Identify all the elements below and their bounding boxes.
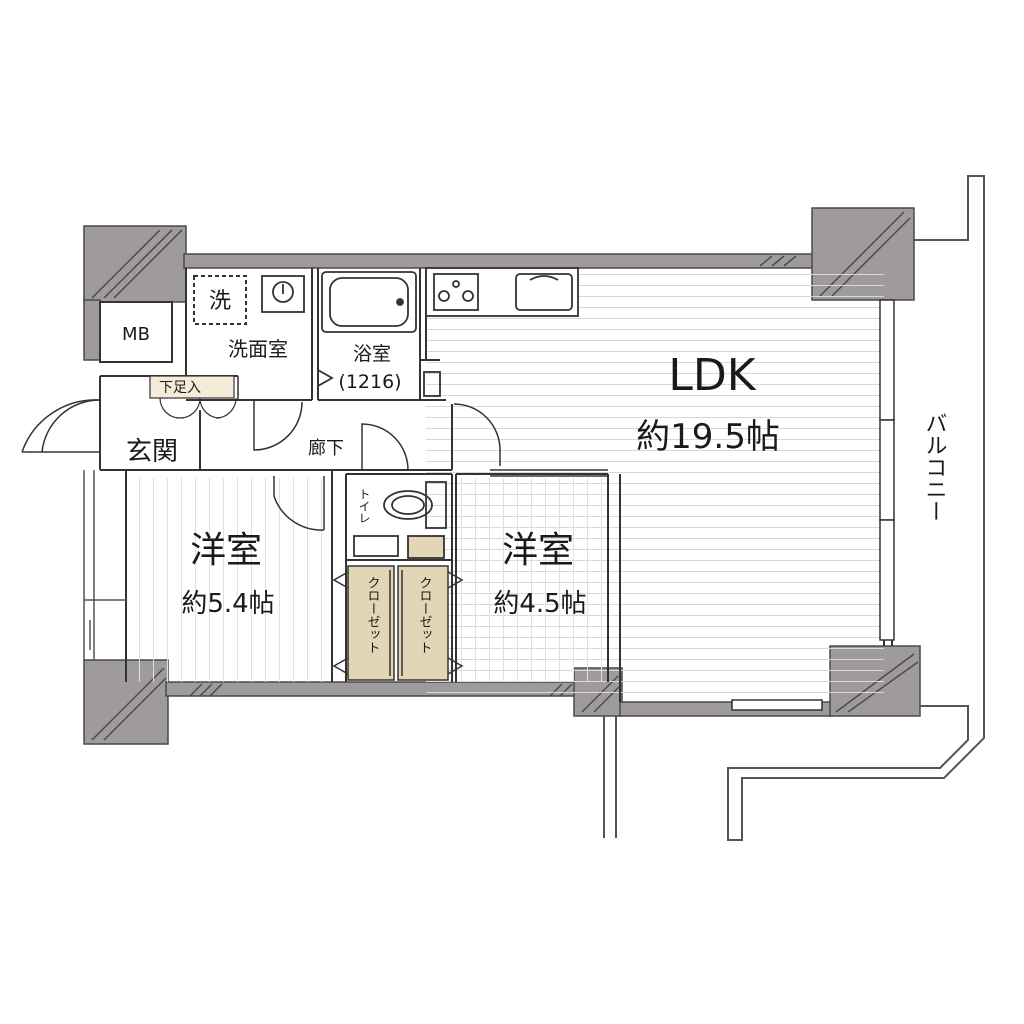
ldk-size-label: 約19.5帖 (636, 417, 780, 457)
bathroom-label: 浴室 (353, 343, 391, 365)
bathtub (317, 271, 441, 397)
labels: MB 洗 洗面室 浴室 (1216) 下足入 玄関 廊下 LDK 約19.5帖 … (122, 289, 946, 654)
closet-1-label: クローゼット (365, 576, 381, 654)
ldk-label: LDK (668, 350, 756, 401)
room1-size-label: 約5.4帖 (181, 589, 274, 619)
ldk-windows (731, 299, 895, 711)
room2-size-label: 約4.5帖 (493, 589, 586, 619)
shoe-storage-label: 下足入 (159, 380, 201, 396)
room2-label: 洋室 (502, 530, 574, 571)
entrance-label: 玄関 (126, 437, 178, 467)
washer-label: 洗 (209, 289, 231, 314)
shoe-storage (149, 375, 237, 419)
room2-floor (456, 478, 608, 682)
balcony-outline (603, 175, 985, 841)
room2-door (490, 469, 608, 477)
kitchen-counter (425, 267, 579, 317)
toilet-label: トイレ (357, 488, 371, 524)
closet-2-label: クローゼット (417, 576, 433, 654)
balcony-label: バルコニー (922, 412, 947, 522)
left-windows (83, 470, 126, 660)
wash-basin (261, 275, 305, 313)
toilet-fixture (353, 481, 447, 559)
washer-pan (193, 275, 247, 325)
closets (332, 565, 464, 681)
entrance-door (21, 399, 101, 453)
bathroom-size-label: (1216) (338, 371, 401, 393)
meter-box-label: MB (122, 324, 150, 345)
room1-label: 洋室 (190, 530, 262, 571)
washroom-label: 洗面室 (228, 337, 288, 361)
room1-floor (126, 478, 332, 682)
door-swings (237, 376, 501, 531)
hallway-label: 廊下 (308, 438, 344, 459)
